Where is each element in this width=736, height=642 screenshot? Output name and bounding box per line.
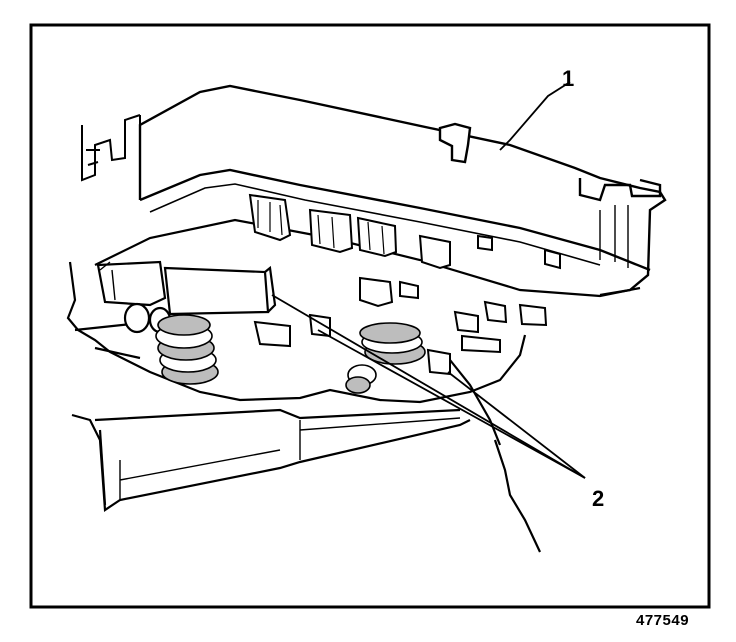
leader-line-2a <box>271 294 586 479</box>
wiring-harness <box>449 359 541 553</box>
left-connector <box>96 260 172 334</box>
lower-bracket <box>71 408 471 512</box>
leader-line-2c <box>447 371 586 479</box>
coiled-wires-left <box>155 314 219 385</box>
leader-lines <box>271 81 586 479</box>
leader-line-1 <box>499 81 571 151</box>
figure-id: 477549 <box>636 612 690 629</box>
callout-1: 1 <box>562 66 574 91</box>
figure-frame <box>29 23 711 609</box>
leader-line-2b <box>317 329 586 479</box>
module-housing <box>138 84 667 297</box>
mounting-panel <box>81 114 141 200</box>
top-connectors <box>248 193 561 308</box>
callout-2: 2 <box>592 486 604 511</box>
relay-block <box>163 265 277 316</box>
